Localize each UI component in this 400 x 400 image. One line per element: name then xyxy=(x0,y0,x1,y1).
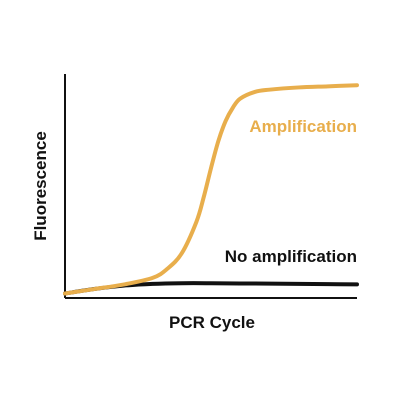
amplification-label: Amplification xyxy=(249,117,357,136)
no-amplification-label: No amplification xyxy=(225,247,357,266)
y-axis-title: Fluorescence xyxy=(31,131,50,241)
plot-area xyxy=(63,74,359,299)
x-axis-title: PCR Cycle xyxy=(169,313,255,332)
amplification-curve xyxy=(63,83,359,296)
